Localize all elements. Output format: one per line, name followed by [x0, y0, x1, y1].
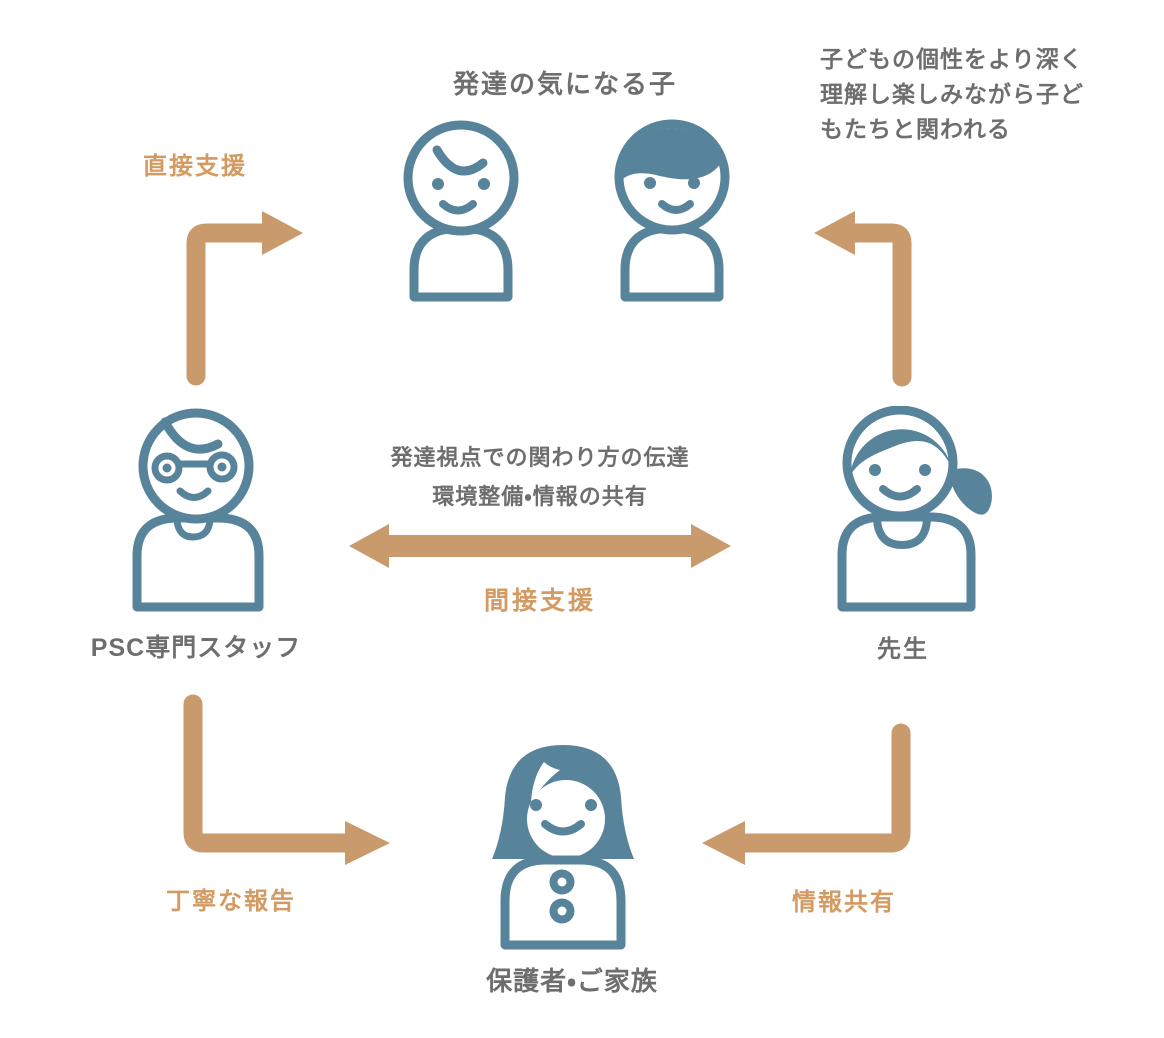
teacher-to-children-arrow: [814, 211, 912, 387]
teacher-eye-r: [919, 464, 931, 476]
children-title: 発達の気になる子: [452, 69, 677, 99]
teacher-benefit-line-2: 理解し楽しみながら子ど: [820, 81, 1084, 107]
family-smile: [541, 820, 585, 836]
family-face: [527, 780, 605, 858]
family-eye-l: [530, 799, 542, 811]
indirect-support-arrow: [349, 524, 731, 568]
staff-icon: [132, 408, 264, 612]
child-left-head: [403, 120, 519, 236]
teacher-benefit-line-3: もたちと関われる: [820, 116, 1011, 142]
child-right-eye-r: [688, 177, 700, 189]
careful-report-arrow: [183, 694, 390, 865]
teacher-icon: [837, 406, 992, 612]
teacher-hair: [850, 429, 952, 476]
child-left-hair: [432, 145, 488, 176]
teacher-collar: [873, 516, 931, 549]
info-sharing-label: 情報共有: [792, 889, 896, 916]
teacher-body: [837, 512, 976, 612]
family-button-bottom-hole: [557, 906, 567, 916]
staff-eye-r: [217, 462, 227, 472]
indirect-support-label: 間接支援: [483, 587, 596, 615]
teacher-eye-l: [869, 464, 881, 476]
teacher-label: 先生: [877, 636, 929, 663]
family-fringe-part: [531, 762, 560, 803]
staff-collar: [173, 517, 214, 541]
staff-hair: [160, 417, 223, 454]
child-right-eye-l: [644, 177, 656, 189]
child-right-hair: [619, 128, 721, 181]
staff-body: [132, 513, 264, 612]
family-eye-r: [585, 799, 597, 811]
child-left-smile: [439, 200, 477, 215]
staff-smile: [176, 487, 212, 501]
direct-support-label: 直接支援: [143, 153, 247, 180]
staff-glasses-right: [206, 451, 238, 483]
staff-label: PSC専門スタッフ: [90, 634, 302, 662]
teacher-ponytail: [950, 468, 992, 515]
teacher-benefit-line-1: 子どもの個性をより深く: [820, 46, 1084, 72]
child-right-smile: [658, 200, 694, 214]
children-icon: [403, 119, 730, 302]
teacher-smile: [879, 485, 921, 501]
staff-eye-l: [162, 463, 172, 473]
info-sharing-arrow: [702, 723, 911, 865]
family-icon: [492, 745, 634, 950]
child-left-body: [409, 223, 513, 302]
family-label: 保護者・ご家族: [486, 966, 658, 996]
direct-support-arrow: [186, 211, 303, 386]
indirect-support-caption: 発達視点での関わり方の伝達 環境整備・情報の共有: [340, 438, 740, 516]
child-left-eye-r: [478, 178, 490, 190]
indirect-caption-line-1: 発達視点での関わり方の伝達: [390, 445, 690, 470]
child-right-body: [620, 223, 724, 302]
teacher-benefit-note: 子どもの個性をより深く 理解し楽しみながら子ど もたちと関われる: [820, 42, 1090, 147]
staff-glasses-left: [151, 452, 183, 484]
child-left-icon: [403, 120, 519, 302]
child-right-icon: [614, 119, 730, 302]
indirect-caption-line-2: 環境整備・情報の共有: [432, 484, 648, 509]
family-button-top-hole: [557, 877, 567, 887]
child-left-eye-l: [432, 178, 444, 190]
careful-report-label: 丁寧な報告: [166, 888, 296, 915]
